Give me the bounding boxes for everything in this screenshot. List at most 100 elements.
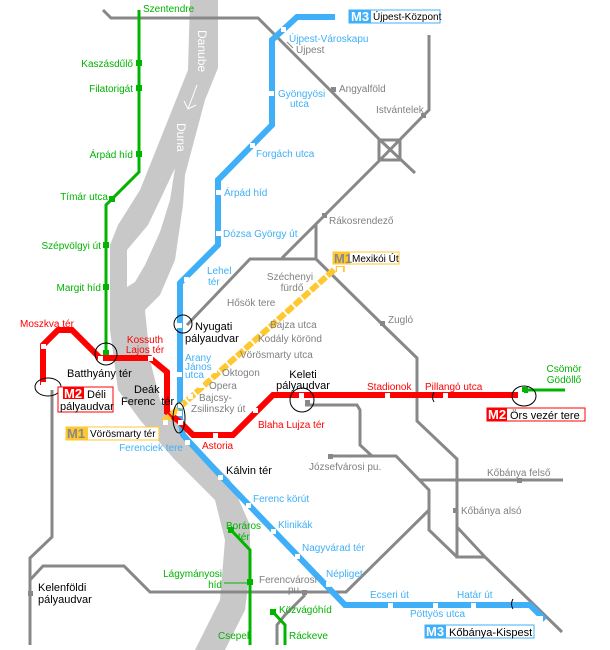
label-lehel-2: tér: [208, 277, 220, 288]
label-kalvin: Kálvin tér: [226, 465, 272, 477]
label-bajcsy-1: Bajcsy-: [199, 393, 232, 404]
label-csepel: Csepel: [218, 631, 249, 642]
label-ecseri: Ecseri út: [370, 590, 409, 601]
label-klinikak: Klinikák: [278, 520, 313, 531]
label-ujpest: Újpest: [296, 43, 325, 56]
m2-line: [40, 327, 521, 438]
label-nepliget: Népliget: [326, 569, 363, 580]
label-zuglo: Zugló: [388, 315, 413, 326]
label-astoria: Astoria: [202, 441, 234, 452]
label-kaszasdulo: Kaszásdűlő: [81, 59, 133, 70]
label-lagymanyosi-1: Lágymányosi: [163, 569, 222, 580]
label-deak-2: Ferenc tér: [121, 396, 175, 408]
river-label-duna: Duna: [174, 123, 188, 152]
label-pillango: Pillangó utca: [425, 382, 483, 393]
label-blaha: Blaha Lujza tér: [258, 420, 325, 431]
badge-m2: M2: [64, 386, 82, 401]
label-arany-2: János: [185, 362, 212, 373]
label-moszkva: Moszkva tér: [20, 319, 75, 330]
badge-m1: M1: [334, 251, 352, 266]
terminal-m3-kobanya-kispest: M3 Kőbánya-Kispest: [424, 624, 535, 639]
label-ferencvarosi-2: pu.: [288, 585, 302, 596]
label-deak-1: Deák: [134, 384, 160, 396]
label-nagyvarad: Nagyvárad tér: [302, 543, 365, 554]
badge-m2: M2: [488, 407, 506, 422]
flow-arrow-icon: [183, 84, 198, 110]
label-hatar: Határ út: [457, 590, 493, 601]
label-varoskapu: Újpest-Városkapu: [289, 32, 368, 45]
river-label-danube: Danube: [195, 30, 209, 72]
label-hev-arpad-hid: Árpád híd: [90, 148, 133, 161]
label-kossuth-2: Lajos tér: [126, 345, 165, 356]
label-kossuth-1: Kossuth: [127, 335, 163, 346]
label-stadionok: Stadionok: [367, 382, 412, 393]
terminal-m3-ujpest-kozpont: M3 Újpest-Központ: [348, 9, 442, 24]
label-pottyos: Pöttyös utca: [410, 609, 465, 620]
label-angyalfold: Angyalföld: [339, 84, 386, 95]
terminal-m2-deli: M2 Déli pályaudvar: [57, 386, 114, 413]
label-boraros-1: Boráros: [226, 521, 261, 532]
label-vorosmarty-utca: Vörösmarty utca: [240, 350, 313, 361]
label-keleti-2: pályaudvar: [276, 380, 330, 392]
danube-river: [110, 0, 250, 650]
label-opera: Opera: [209, 381, 237, 392]
label-gyongyosi-1: Gyöngyösi: [278, 89, 325, 100]
label-kozvagohid: Közvágóhíd: [279, 605, 332, 616]
label-arany-3: utca: [185, 370, 204, 381]
label-csomor: Csömör: [546, 364, 582, 375]
label-ferenciek: Ferenciek tere: [119, 443, 183, 454]
label-lehel-1: Lehel: [207, 266, 231, 277]
label-bajza: Bajza utca: [270, 320, 317, 331]
label-forgach: Forgách utca: [256, 149, 315, 160]
label-timar: Tímár utca: [60, 192, 108, 203]
m3-line: [177, 14, 548, 623]
label-dozsa: Dózsa György út: [223, 229, 298, 240]
terminal-name: Mexikói Út: [352, 252, 399, 265]
terminal-name: Vörösmarty tér: [90, 429, 156, 440]
label-szentendre: Szentendre: [143, 4, 195, 15]
label-rackeve: Ráckeve: [289, 631, 328, 642]
badge-m1: M1: [67, 426, 85, 441]
hev-stations: [103, 60, 528, 615]
label-nyugati-1: Nyugati: [195, 321, 232, 333]
label-ferenc-korut: Ferenc körút: [253, 494, 309, 505]
terminal-name: Újpest-Központ: [373, 10, 442, 23]
label-kodaly: Kodály körönd: [258, 334, 322, 345]
label-oktogon: Oktogon: [222, 368, 260, 379]
label-nyugati-2: pályaudvar: [185, 333, 239, 345]
metro-stations: [41, 14, 543, 622]
line-end-brackets: [432, 391, 514, 610]
terminal-name-1: Déli: [87, 389, 106, 401]
label-istvantelek: Istvántelek: [376, 105, 425, 116]
terminal-m2-ors-vezer-tere: M2 Örs vezér tere: [486, 407, 586, 422]
label-szechenyi-1: Széchenyi: [267, 272, 313, 283]
suburban-rail-lines: [28, 8, 564, 645]
label-gyongyosi-2: utca: [290, 99, 309, 110]
label-batthyany: Batthyány tér: [67, 368, 132, 380]
label-ferencvarosi-1: Ferencvárosi: [259, 575, 317, 586]
badge-m3: M3: [351, 9, 369, 24]
label-kobanya-felso: Kőbánya felső: [487, 468, 551, 479]
margaret-island: [127, 168, 175, 287]
label-lagymanyosi-2: híd: [208, 580, 222, 591]
terminal-m1-mexikoi-ut: M1 Mexikói Út: [332, 251, 400, 266]
label-hosok: Hősök tere: [227, 298, 276, 309]
label-godollo: Gödöllő: [547, 375, 582, 386]
label-bajcsy-2: Zsilinszky út: [191, 404, 246, 415]
label-m3-arpad-hid: Árpád híd: [224, 186, 267, 199]
label-szepvolgyi: Szépvölgyi út: [42, 241, 102, 252]
label-arany-1: Arany: [185, 353, 211, 364]
label-rakosrendezo: Rákosrendező: [329, 216, 394, 227]
label-keleti-1: Keleti: [289, 369, 317, 381]
label-filatorigat: Filatorigát: [89, 84, 133, 95]
label-kobanya-also: Kőbánya alsó: [461, 506, 522, 517]
terminal-name-2: pályaudvar: [60, 401, 114, 413]
terminal-name: Örs vezér tere: [510, 410, 580, 422]
label-kelenfold-1: Kelenföldi: [38, 582, 86, 594]
label-margit: Margit híd: [57, 283, 101, 294]
badge-m3: M3: [426, 624, 444, 639]
label-szechenyi-2: fürdő: [281, 283, 304, 294]
terminal-m1-vorosmarty-ter: M1 Vörösmarty tér: [65, 426, 160, 441]
m1-line: [161, 266, 345, 425]
